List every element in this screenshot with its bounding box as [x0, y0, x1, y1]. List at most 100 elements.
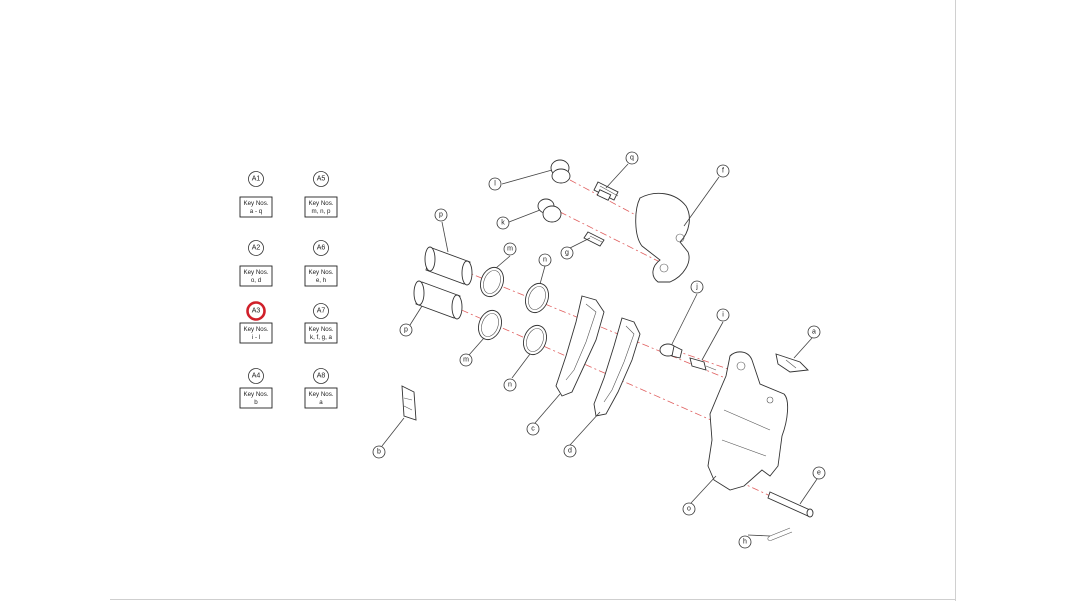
key-a3-circle-selected[interactable] — [246, 301, 266, 321]
key-a7-id: A7 — [317, 308, 326, 315]
callout-m-upper[interactable]: m — [503, 242, 517, 256]
part-p-piston-upper — [424, 246, 473, 286]
key-a1-circle[interactable] — [248, 171, 264, 187]
key-a5-line1: Key Nos. — [308, 200, 333, 207]
callout-b[interactable]: b — [372, 445, 386, 459]
callout-p-lower-label: p — [404, 327, 408, 334]
key-a5-circle[interactable] — [313, 171, 329, 187]
key-a1[interactable]: A1 Key Nos. a - q — [239, 171, 273, 218]
key-a3-id: A3 — [252, 308, 261, 315]
callout-n-lower[interactable]: n — [503, 378, 517, 392]
callout-j[interactable]: j — [690, 280, 704, 294]
key-a5[interactable]: A5 Key Nos. m, n, p — [304, 171, 338, 218]
callout-a-label: a — [812, 329, 816, 336]
callout-n-lower-label: n — [508, 382, 512, 389]
key-a6-box — [304, 265, 338, 287]
key-a7-line2: k, f, g, a — [310, 334, 333, 341]
callout-h-label: h — [743, 539, 747, 546]
key-a4-circle[interactable] — [248, 368, 264, 384]
key-a8-line1: Key Nos. — [308, 391, 333, 398]
callout-q[interactable]: q — [625, 151, 639, 165]
callout-m-lower[interactable]: m — [459, 353, 473, 367]
callout-e[interactable]: e — [812, 466, 826, 480]
key-a7[interactable]: A7 Key Nos. k, f, g, a — [304, 303, 338, 344]
part-p-piston-lower — [413, 280, 463, 320]
key-a8-line2: a — [319, 399, 323, 406]
key-a8-id: A8 — [317, 373, 326, 380]
callout-n-upper[interactable]: n — [538, 253, 552, 267]
callout-g[interactable]: g — [560, 246, 574, 260]
key-a4[interactable]: A4 Key Nos. b — [239, 368, 273, 409]
key-a1-id: A1 — [252, 176, 261, 183]
part-i-bleed-screw — [689, 357, 717, 371]
callout-l[interactable]: l — [488, 177, 502, 191]
part-g-slide-pin — [583, 231, 605, 247]
key-a8-circle[interactable] — [313, 368, 329, 384]
key-a4-line2: b — [254, 399, 258, 406]
callout-b-label: b — [377, 449, 381, 456]
key-a2-id: A2 — [252, 245, 261, 252]
key-a5-id: A5 — [317, 176, 326, 183]
part-n-seals — [523, 282, 549, 356]
key-a2-circle[interactable] — [248, 240, 264, 256]
key-a3-box — [239, 322, 273, 344]
part-l-boot — [550, 159, 571, 184]
callout-a[interactable]: a — [807, 325, 821, 339]
callout-l-label: l — [494, 181, 496, 188]
callout-j-label: j — [695, 284, 698, 291]
key-a2-box — [239, 265, 273, 287]
callout-f[interactable]: f — [716, 164, 730, 178]
key-a6[interactable]: A6 Key Nos. e, h — [304, 240, 338, 287]
key-a5-line2: m, n, p — [312, 208, 331, 215]
key-a1-line2: a - q — [250, 208, 263, 215]
callout-c-label: c — [531, 426, 535, 433]
key-a4-box — [239, 387, 273, 409]
callout-i-label: i — [722, 312, 724, 319]
key-a1-line1: Key Nos. — [243, 200, 268, 207]
callout-f-label: f — [722, 168, 724, 175]
key-a6-line2: e, h — [316, 277, 327, 284]
part-b-pad-spring — [401, 385, 417, 421]
callout-p-upper-label: p — [439, 212, 443, 219]
centerline-lower-pin — [559, 211, 661, 263]
key-a2[interactable]: A2 Key Nos. o, d — [239, 240, 273, 287]
key-a4-line1: Key Nos. — [243, 391, 268, 398]
callout-g-label: g — [565, 250, 569, 257]
callout-c[interactable]: c — [526, 422, 540, 436]
callout-q-label: q — [630, 155, 634, 162]
part-q-slide-pin — [593, 181, 619, 201]
part-d-brake-pad — [593, 317, 641, 417]
key-a3-line1: Key Nos. — [243, 326, 268, 333]
callout-h[interactable]: h — [738, 535, 752, 549]
key-a2-line2: o, d — [251, 277, 262, 284]
part-e-pad-pin — [767, 491, 814, 518]
key-a5-box — [304, 196, 338, 218]
part-m-seals — [478, 266, 504, 341]
page-border-bottom — [110, 599, 956, 600]
part-a-clip — [775, 353, 809, 373]
callout-m-lower-label: m — [463, 357, 469, 364]
callout-o[interactable]: o — [682, 502, 696, 516]
callout-o-label: o — [687, 506, 691, 513]
callout-e-label: e — [817, 470, 821, 477]
callout-p-lower[interactable]: p — [399, 323, 413, 337]
callout-d[interactable]: d — [563, 444, 577, 458]
callout-p-upper[interactable]: p — [434, 208, 448, 222]
centerline-upper-piston — [461, 269, 736, 383]
part-j-bleed-cap — [659, 343, 683, 359]
key-a7-circle[interactable] — [313, 303, 329, 319]
callout-k[interactable]: k — [496, 216, 510, 230]
callout-n-upper-label: n — [543, 257, 547, 264]
part-h-r-clip — [767, 527, 793, 541]
assembly-key-panel: A1 Key Nos. a - q A5 Key Nos. m, n, p A2… — [239, 171, 338, 409]
callout-i[interactable]: i — [716, 308, 730, 322]
callout-d-label: d — [568, 448, 572, 455]
key-a6-circle[interactable] — [313, 240, 329, 256]
key-a2-line1: Key Nos. — [243, 269, 268, 276]
key-a8[interactable]: A8 Key Nos. a — [304, 368, 338, 409]
part-caliper-body — [707, 351, 789, 491]
key-a7-line1: Key Nos. — [308, 326, 333, 333]
key-a4-id: A4 — [252, 373, 261, 380]
key-a3[interactable]: A3 Key Nos. i - l — [239, 301, 273, 344]
